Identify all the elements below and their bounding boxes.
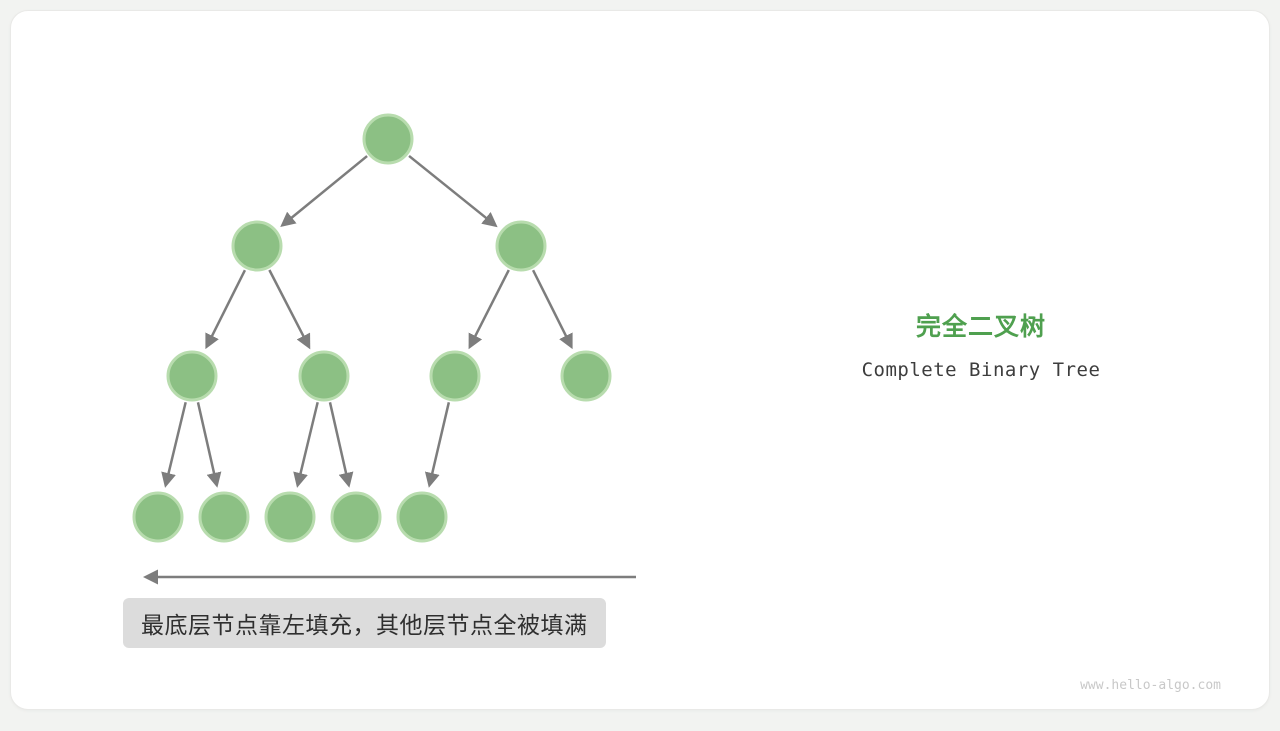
tree-node — [298, 350, 350, 402]
figure-card: 最底层节点靠左填充，其他层节点全被填满 完全二叉树 Complete Binar… — [10, 10, 1270, 710]
tree-edge — [408, 154, 498, 228]
tree-edge — [161, 401, 187, 488]
tree-node — [560, 350, 612, 402]
tree-node — [429, 350, 481, 402]
watermark: www.hello-algo.com — [1080, 678, 1221, 693]
tree-edge — [205, 269, 247, 350]
tree-edge — [424, 402, 451, 488]
tree-edges — [161, 154, 573, 488]
tree-node — [132, 491, 184, 543]
tree-edge — [531, 269, 573, 350]
tree-nodes — [132, 113, 612, 543]
title-en: Complete Binary Tree — [861, 359, 1101, 381]
tree-node — [264, 491, 316, 543]
tree-edge — [280, 155, 368, 228]
figure-titles: 完全二叉树 Complete Binary Tree — [801, 307, 1161, 381]
tree-edge — [196, 402, 222, 488]
tree-edge — [293, 401, 319, 488]
tree-edge — [328, 402, 354, 488]
tree-node — [198, 491, 250, 543]
tree-edge — [468, 269, 510, 350]
tree-node — [231, 220, 283, 272]
tree-node — [362, 113, 414, 165]
title-zh: 完全二叉树 — [915, 313, 1046, 341]
tree-node — [166, 350, 218, 402]
tree-node — [330, 491, 382, 543]
tree-node — [396, 491, 448, 543]
tree-node — [495, 220, 547, 272]
caption-label: 最底层节点靠左填充，其他层节点全被填满 — [123, 598, 606, 648]
tree-edge — [268, 269, 311, 350]
